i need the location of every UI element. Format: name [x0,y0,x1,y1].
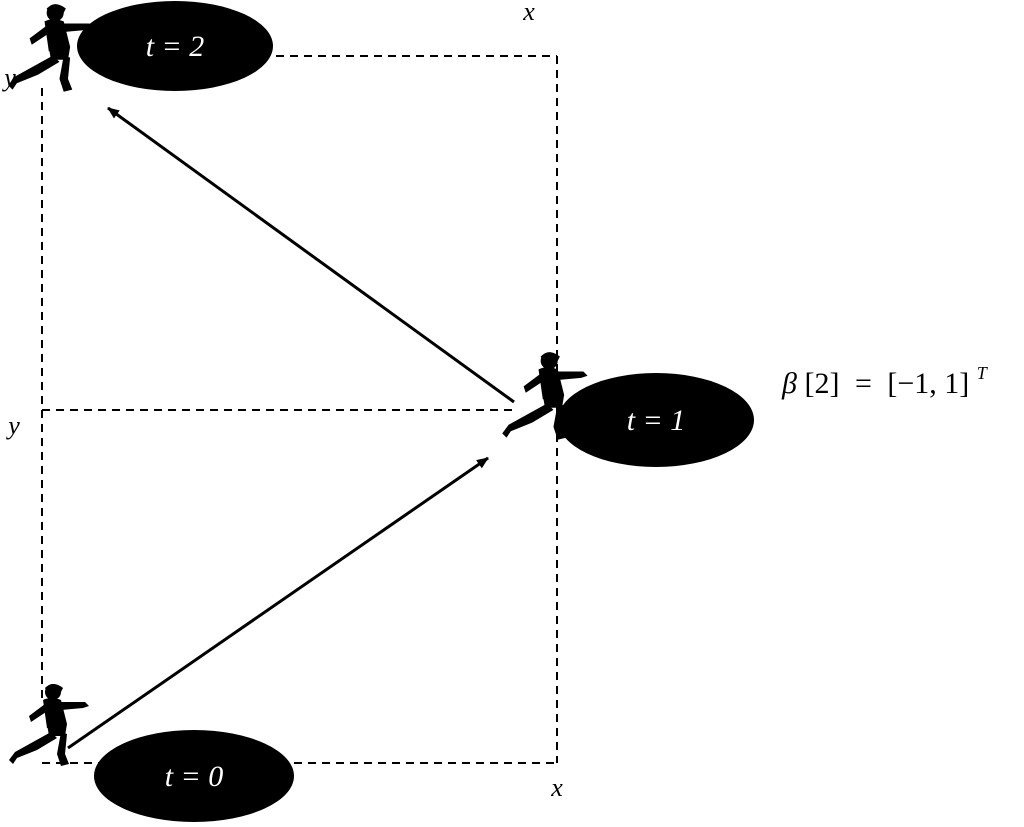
formula: β [2] = [−1, 1] T [781,363,989,400]
node-t1: t = 1 [558,373,754,467]
node-label: t = 1 [627,404,686,437]
node-ellipse [558,373,754,467]
axis-label-y-middle: y [5,411,20,440]
node-ellipse [77,1,273,91]
runner-icon [9,684,89,766]
arrow-t1-to-t2 [107,106,515,404]
formula-vector: [−1, 1] [887,367,969,400]
formula-beta: β [781,367,797,400]
axis-label-x-top: x [522,0,535,26]
node-t0: t = 0 [94,730,294,822]
arrow-t0-to-t1 [67,456,489,750]
formula-transpose: T [977,363,989,383]
node-label: t = 0 [165,760,224,793]
node-t2: t = 2 [77,1,273,91]
formula-equals: = [855,367,872,400]
axis-label-x-bottom: x [550,773,563,802]
dashed-frame [41,55,558,764]
formula-index: [2] [804,367,839,400]
axis-label-y-top: y [1,63,16,92]
node-label: t = 2 [146,30,205,63]
node-ellipse [94,730,294,822]
